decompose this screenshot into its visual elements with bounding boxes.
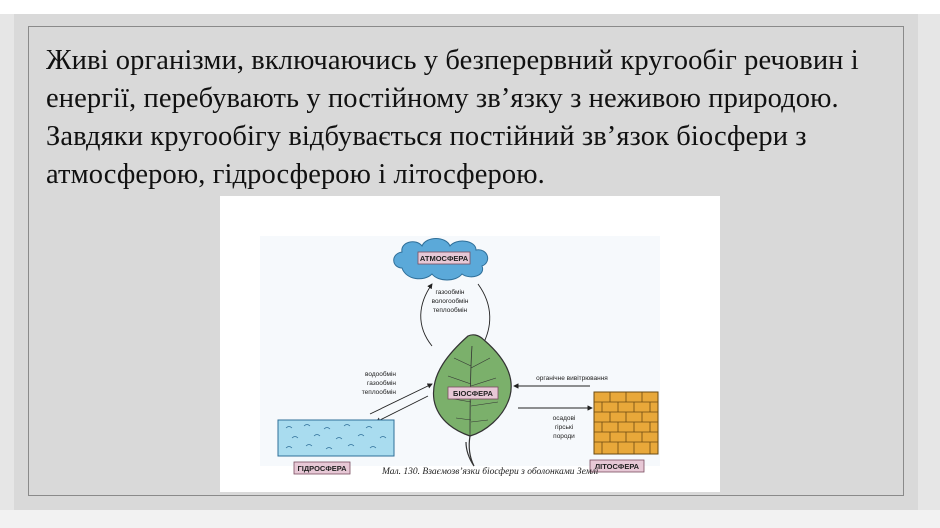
litho-bottom-2: гірські [555,423,573,431]
litho-bottom-3: породи [553,433,575,440]
lithosphere-label-box [589,459,645,473]
biosphere-label: БІОСФЕРА [453,389,493,398]
hydrosphere-label-box [293,461,351,475]
biosphere-figure: АТМОСФЕРА газообмін вологообмін теплообм… [220,196,720,492]
hydrosphere-box [277,419,395,457]
lithosphere-bricks [593,391,659,455]
hydro-exchange-3: теплообмін [362,388,397,396]
slide: Живі організми, включаючись у безперервн… [14,14,918,510]
top-strip [0,0,940,14]
lithosphere-label: ЛІТОСФЕРА [595,462,640,471]
atmosphere-cloud: АТМОСФЕРА [393,238,489,281]
atmo-exchange-1: газообмін [436,288,465,296]
bottom-strip [0,510,940,528]
figure-caption: Мал. 130. Взаємозв’язки біосфери з оболо… [382,467,598,477]
caption-number: Мал. 130. [382,467,421,477]
atmo-exchange-3: теплообмін [433,306,468,314]
leaf: БІОСФЕРА [432,334,512,467]
slide-text: Живі організми, включаючись у безперервн… [46,45,859,190]
atmosphere-label: АТМОСФЕРА [420,254,469,263]
litho-bottom-1: осадові [553,414,576,422]
slide-frame [28,26,904,496]
caption-text: Взаємозв’язки біосфери з оболонками Земл… [422,467,599,477]
arrow-bio-to-hydro [375,395,429,423]
hydro-exchange-2: газообмін [367,379,396,387]
biosphere-diagram: АТМОСФЕРА газообмін вологообмін теплообм… [260,236,660,475]
arrow-bio-to-atmo [420,283,433,347]
arrow-hydro-to-bio [369,383,433,415]
hydro-exchange-1: водообмін [365,370,396,378]
atmo-exchange-2: вологообмін [432,297,469,305]
litho-top-label: органічне вивітрювання [536,374,608,382]
hydrosphere-label: ГІДРОСФЕРА [298,464,348,473]
